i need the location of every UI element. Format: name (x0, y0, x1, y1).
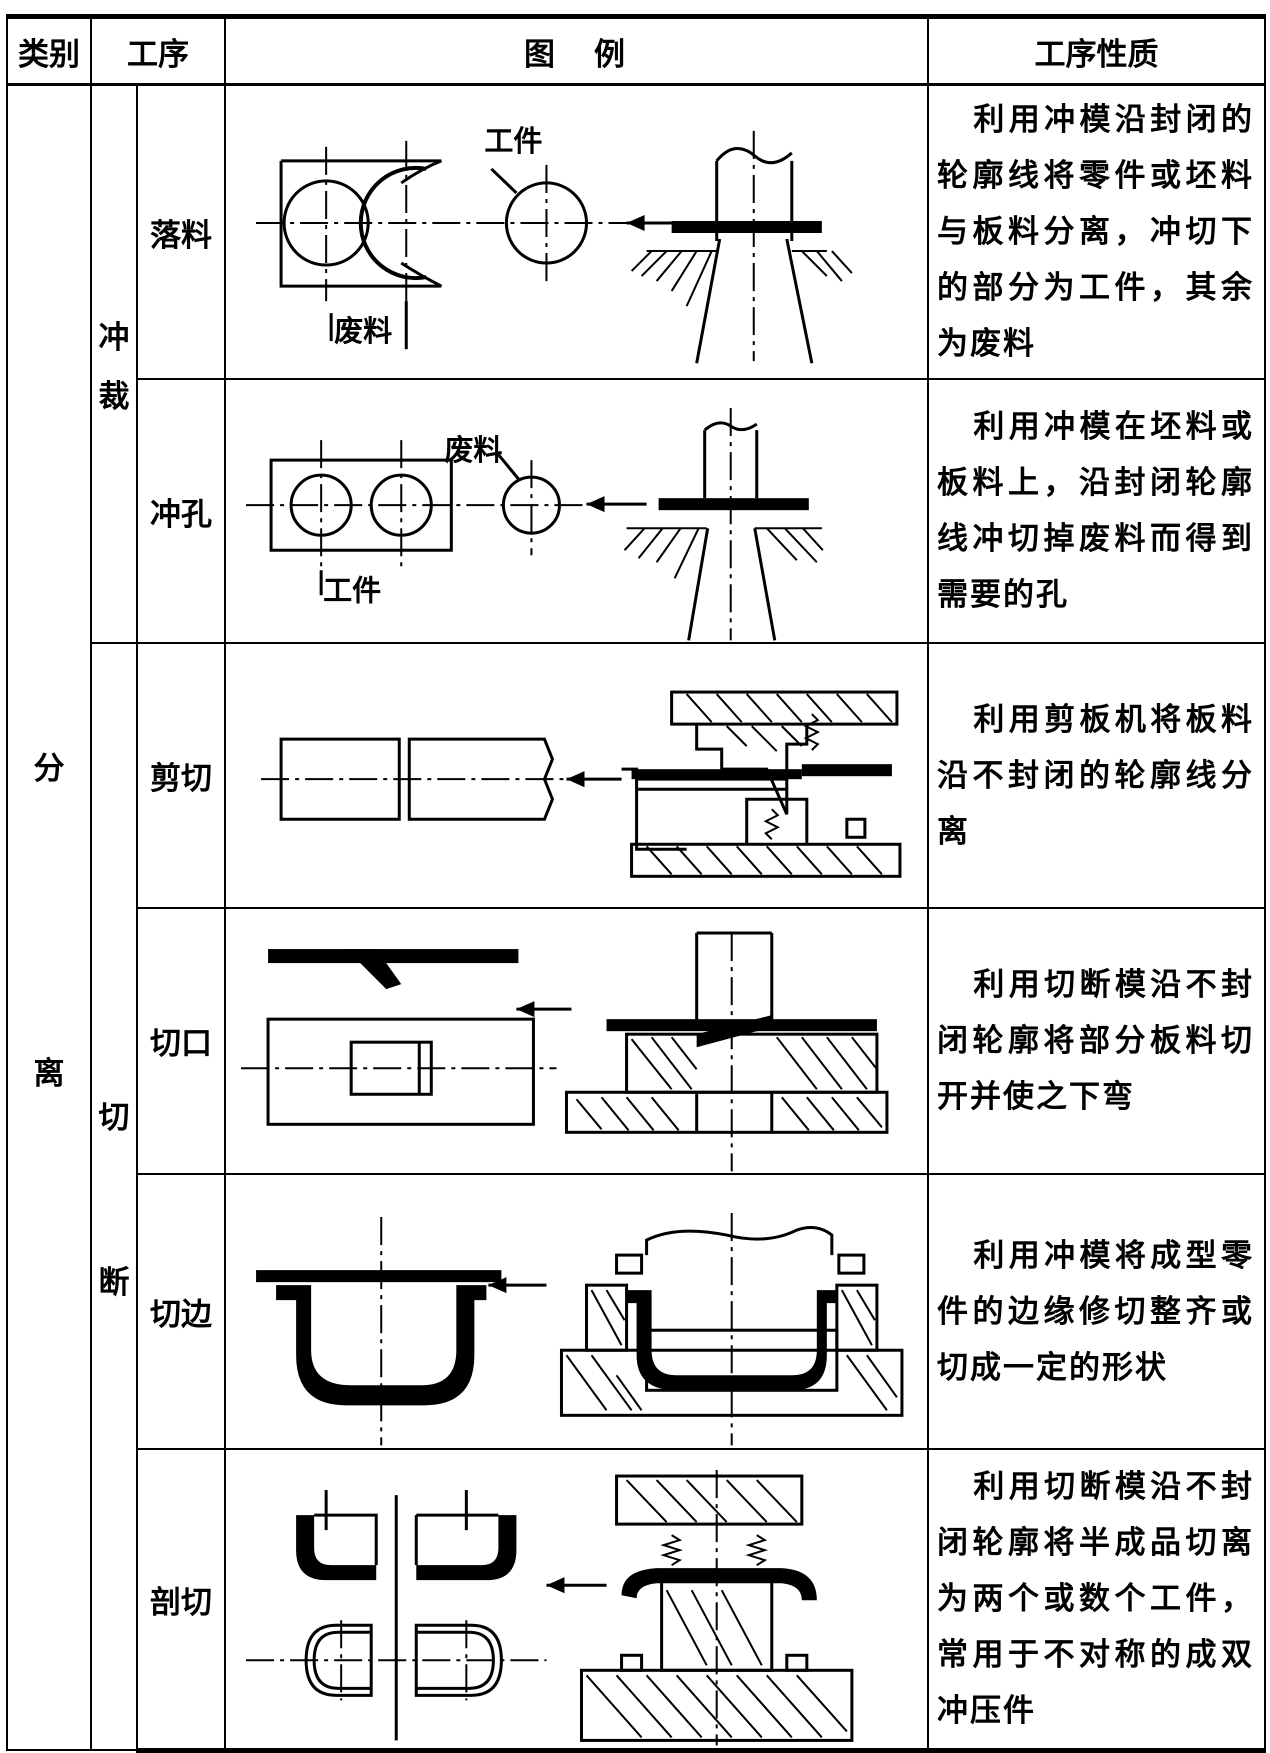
header-row: 类别 工序 图 例 工序性质 (6, 14, 1266, 86)
process-description: 利用剪板机将板料沿不封闭的轮廓线分离 (927, 642, 1266, 909)
diagram-sectioning (224, 1448, 929, 1753)
cutting-group-cell: 切 断 (90, 642, 138, 1752)
process-name: 切口 (136, 906, 226, 1176)
diagram-punching: 废料 工件 (224, 377, 929, 645)
punching-group-cell: 冲 裁 (90, 83, 138, 645)
diagram-blanking: 工件 废料 (224, 83, 929, 380)
punching-char-2: 裁 (98, 379, 130, 416)
label-scrap: 废料 (444, 433, 502, 467)
table-row: 切边 (7, 1173, 1266, 1451)
process-description: 利用冲模将成型零件的边缘修切整齐或切成一定的形状 (927, 1173, 1266, 1451)
label-workpiece: 工件 (323, 573, 381, 607)
punching-figure: 废料 工件 (246, 408, 824, 641)
header-nature: 工序性质 (927, 14, 1266, 86)
label-scrap: 废料 (334, 314, 392, 348)
process-description: 利用冲模沿封闭的轮廓线将零件或坯料与板料分离，冲切下的部分为工件，其余为废料 (927, 83, 1266, 380)
header-diagram: 图 例 (224, 14, 929, 86)
header-process: 工序 (90, 14, 226, 86)
process-description: 利用切断模沿不封闭轮廓将半成品切离为两个或数个工件，常用于不对称的成双冲压件 (927, 1448, 1266, 1753)
header-category: 类别 (6, 14, 92, 86)
diagram-notching (224, 906, 929, 1176)
category-char-1: 分 (33, 750, 65, 787)
table-row: 剖切 (7, 1448, 1266, 1753)
description-text: 利用剪板机将板料沿不封闭的轮廓线分离 (937, 701, 1254, 850)
process-description: 利用切断模沿不封闭轮廓将部分板料切开并使之下弯 (927, 906, 1266, 1176)
diagram-shearing (224, 642, 929, 909)
punching-char-1: 冲 (98, 320, 130, 357)
table-row: 冲孔 (7, 377, 1266, 645)
process-name: 剪切 (136, 642, 226, 909)
notching-figure (241, 931, 889, 1172)
label-workpiece: 工件 (484, 124, 542, 158)
process-name: 切边 (136, 1173, 226, 1451)
diagram-trimming (224, 1173, 929, 1451)
category-cell: 分 离 (6, 83, 92, 1752)
description-text: 利用冲模沿封闭的轮廓线将零件或坯料与板料分离，冲切下的部分为工件，其余为废料 (937, 102, 1254, 362)
sectioning-figure (246, 1470, 854, 1746)
category-char-2: 离 (33, 1055, 65, 1092)
table-row: 分 离 冲 裁 落料 (6, 83, 1266, 1752)
table-row: 切口 (7, 906, 1266, 1176)
process-name: 落料 (136, 83, 226, 380)
shearing-figure (261, 690, 902, 879)
cutting-char-1: 切 (98, 1099, 130, 1136)
cutting-char-2: 断 (98, 1264, 130, 1301)
description-text: 利用切断模沿不封闭轮廓将半成品切离为两个或数个工件，常用于不对称的成双冲压件 (937, 1469, 1254, 1730)
process-description: 利用冲模在坯料或板料上，沿封闭轮廓线冲切掉废料而得到需要的孔 (927, 377, 1266, 645)
trimming-figure (256, 1213, 904, 1446)
blanking-figure: 工件 废料 (256, 124, 853, 364)
process-name: 剖切 (136, 1448, 226, 1753)
process-table: 类别 工序 图 例 工序性质 分 离 冲 裁 落料 (6, 14, 1266, 1753)
process-name: 冲孔 (136, 377, 226, 645)
description-text: 利用冲模将成型零件的边缘修切整齐或切成一定的形状 (937, 1237, 1254, 1386)
description-text: 利用冲模在坯料或板料上，沿封闭轮廓线冲切掉废料而得到需要的孔 (937, 409, 1254, 614)
description-text: 利用切断模沿不封闭轮廓将部分板料切开并使之下弯 (937, 966, 1254, 1115)
table-row: 切 断 剪切 (7, 642, 1266, 1752)
